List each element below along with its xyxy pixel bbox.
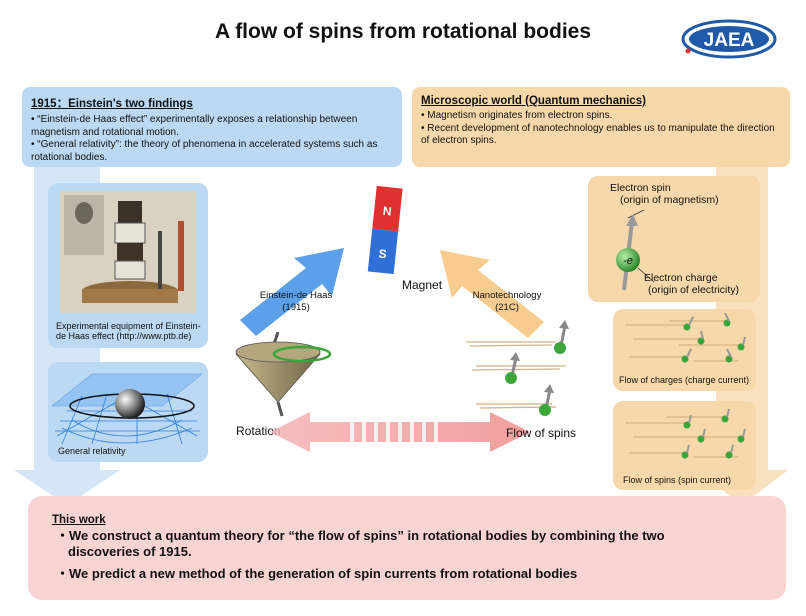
electron-spin-panel: Electron spin (origin of magnetism) -e E… (588, 176, 760, 302)
quantum-fact-2: • Recent development of nanotechnology e… (421, 122, 775, 147)
edh-label: Einstein-de Haas (1915) (236, 290, 356, 314)
flow-of-spins-label: Flow of spins (506, 426, 577, 440)
quantum-world-heading: Microscopic world (Quantum mechanics) (421, 95, 646, 107)
this-work-line1b: discoveries of 1915. (68, 544, 192, 559)
jaea-logo: JAEA (680, 18, 778, 60)
magnet-south: S (378, 246, 387, 261)
spinning-top-icon (235, 332, 332, 417)
charge-current-caption: Flow of charges (charge current) (619, 375, 750, 385)
magnet-icon: N S (367, 185, 403, 275)
edh-label-line2: (1915) (282, 302, 310, 313)
general-relativity-panel: General relativity (48, 362, 208, 462)
magnet-label: Magnet (402, 278, 443, 292)
this-work-line1a: ・We construct a quantum theory for “the … (56, 528, 665, 543)
einstein-finding-2: • “General relativity”: the theory of ph… (31, 139, 378, 163)
electron-spin-label: Electron spin (610, 182, 671, 194)
this-work-heading: This work (52, 514, 106, 526)
charge-current-illustration (625, 313, 746, 363)
magnet-north: N (382, 204, 392, 219)
equipment-panel: Experimental equipment of Einstein-de Ha… (48, 183, 208, 348)
electron-charge-label: Electron charge (644, 272, 718, 284)
spacetime-grid-illustration (52, 373, 202, 445)
gr-caption: General relativity (58, 446, 126, 456)
double-arrow (270, 412, 530, 452)
electron-symbol: -e (623, 255, 633, 267)
spin-current-caption: Flow of spins (spin current) (623, 475, 732, 485)
electron-charge-sub: (origin of electricity) (648, 284, 740, 296)
charge-current-panel: Flow of charges (charge current) (613, 309, 756, 391)
spin-current-panel: Flow of spins (spin current) (613, 401, 756, 490)
logo-text: JAEA (704, 30, 755, 51)
nano-label: Nanotechnology (21C) (452, 290, 562, 314)
nanotechnology-arrow (440, 250, 544, 338)
electron-icon: -e (616, 209, 655, 291)
quantum-world-box: Microscopic world (Quantum mechanics) • … (412, 87, 790, 167)
rotation-label: Rotation (236, 424, 281, 438)
einstein-finding-1: • “Einstein-de Haas effect” experimental… (31, 114, 358, 138)
page-title: A flow of spins from rotational bodies (214, 20, 592, 43)
nano-label-line1: Nanotechnology (472, 290, 542, 301)
electron-spin-sub: (origin of magnetism) (620, 194, 719, 206)
nano-label-line2: (21C) (495, 302, 519, 313)
spin-current-illustration (625, 408, 746, 459)
equipment-photo (60, 191, 196, 313)
this-work-box: This work ・We construct a quantum theory… (28, 496, 786, 600)
equipment-caption: Experimental equipment of Einstein-de Ha… (56, 321, 201, 341)
einstein-findings-heading: 1915：Einstein's two findings (31, 98, 193, 110)
einstein-findings-box: 1915：Einstein's two findings • “Einstein… (22, 87, 402, 167)
flow-of-spins-illustration (466, 320, 569, 416)
einstein-de-haas-arrow (240, 248, 344, 336)
this-work-line2: ・We predict a new method of the generati… (56, 566, 578, 581)
quantum-fact-1: • Magnetism originates from electron spi… (421, 110, 613, 121)
edh-label-line1: Einstein-de Haas (259, 290, 333, 301)
